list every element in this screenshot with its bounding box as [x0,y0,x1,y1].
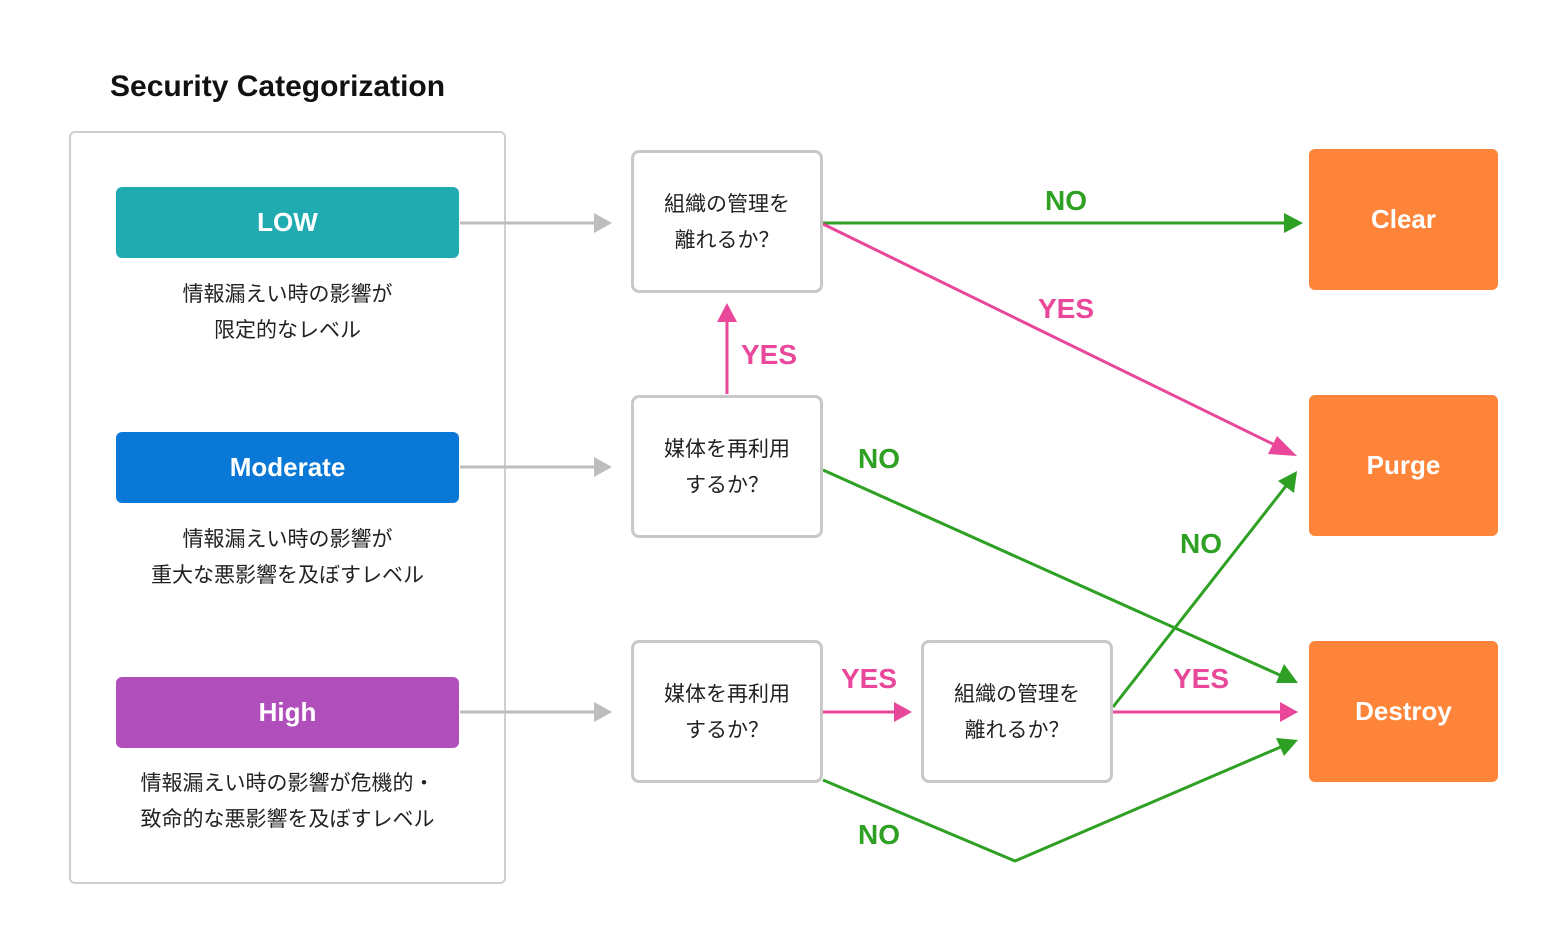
question-low-line1: 組織の管理を [664,191,790,216]
arrowhead-destroy-no2 [1276,738,1298,756]
category-low-desc-line1: 情報漏えい時の影響が [182,282,393,306]
category-low-desc-line2: 限定的なレベル [214,318,361,342]
category-high-desc-line2: 致命的な悪影響を及ぼすレベル [140,807,435,831]
outcome-destroy: Destroy [1309,641,1498,782]
outcome-purge: Purge [1309,395,1498,536]
question-high-reuse: 媒体を再利用 するか？ [631,640,823,783]
label-yes-destroy: YES [1172,663,1230,694]
edge-qhigh2-no-purge [1111,485,1288,708]
arrowhead-destroy-no1 [1276,664,1298,683]
category-low: LOW [116,187,459,258]
question-high2-line2: 離れるか？ [964,717,1070,742]
category-high: High [116,677,459,748]
arrowhead-clear [1284,213,1303,233]
arrowhead-qlow-yes [717,303,737,322]
arrowhead-destroy-yes [1280,702,1298,722]
category-high-description: 情報漏えい時の影響が危機的・ 致命的な悪影響を及ぼすレベル [90,765,485,837]
question-moderate-reuse: 媒体を再利用 するか？ [631,395,823,538]
label-yes-up: YES [740,339,798,370]
question-low-line2: 離れるか？ [674,227,780,252]
category-low-description: 情報漏えい時の影響が 限定的なレベル [90,276,485,348]
question-low-leave-org: 組織の管理を 離れるか？ [631,150,823,293]
label-no-clear: NO [1045,185,1087,216]
edge-qlow-yes-purge [822,222,1282,450]
question-moderate-line1: 媒体を再利用 [664,436,790,461]
diagram-title: Security Categorization [110,70,446,103]
arrowhead-qhigh2 [894,702,912,722]
category-high-desc-line1: 情報漏えい時の影響が危機的・ [140,771,435,795]
edge-qhigh-no-destroy [822,744,1284,863]
label-yes-high: YES [840,663,898,694]
category-moderate-desc-line2: 重大な悪影響を及ぼすレベル [151,563,424,587]
category-moderate-description: 情報漏えい時の影響が 重大な悪影響を及ぼすレベル [90,521,485,593]
arrowhead-high [594,702,612,722]
question-high-line2: するか？ [685,717,769,742]
arrowhead-purge-yes [1268,436,1297,456]
question-high-leave-org: 組織の管理を 離れるか？ [921,640,1113,783]
question-moderate-line2: するか？ [685,472,769,497]
category-moderate: Moderate [116,432,459,503]
security-categorization-panel [69,131,506,884]
arrowhead-purge-no [1278,471,1297,493]
outcome-clear: Clear [1309,149,1498,290]
question-high-line1: 媒体を再利用 [664,681,790,706]
category-moderate-desc-line1: 情報漏えい時の影響が [182,527,393,551]
label-no-high: NO [858,819,900,850]
label-no-moderate: NO [858,443,900,474]
edge-qmod-no-destroy [822,468,1283,678]
arrowhead-moderate [594,457,612,477]
arrowhead-low [594,213,612,233]
label-no-purge: NO [1180,528,1222,559]
label-yes-purge: YES [1037,293,1095,324]
question-high2-line1: 組織の管理を [954,681,1080,706]
